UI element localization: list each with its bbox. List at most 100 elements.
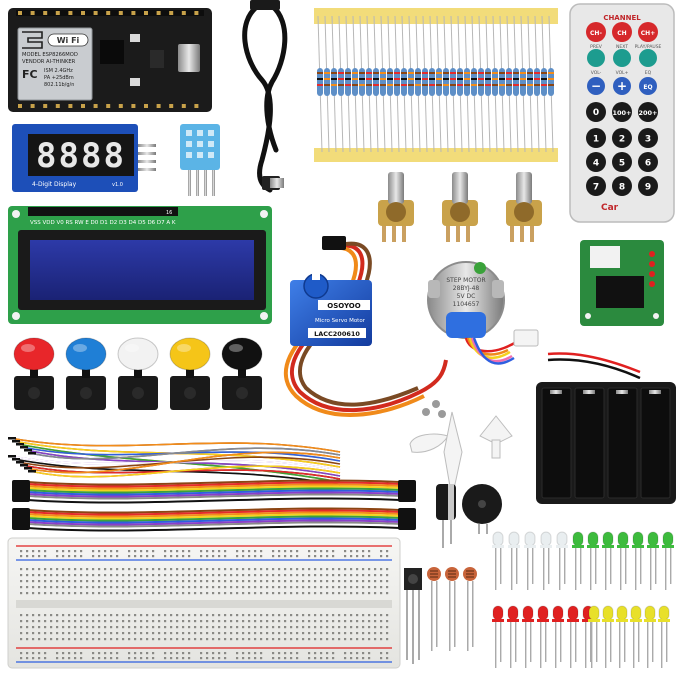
breadboard-hole	[44, 580, 47, 583]
breadboard-hole	[32, 620, 35, 623]
breadboard-hole	[80, 638, 83, 641]
breadboard-hole	[116, 632, 119, 635]
breadboard-hole	[314, 657, 317, 660]
breadboard-hole	[62, 586, 65, 589]
remote-key-caption: VOL-	[591, 70, 602, 76]
breadboard-hole	[236, 657, 239, 660]
led-flange	[602, 545, 614, 548]
button-cap	[13, 337, 55, 371]
breadboard-hole	[152, 555, 155, 558]
led-lead	[605, 622, 607, 668]
breadboard-hole	[290, 614, 293, 617]
resistor-band	[429, 84, 435, 86]
breadboard-hole	[380, 626, 383, 629]
breadboard-hole	[326, 580, 329, 583]
breadboard-hole	[188, 657, 191, 660]
breadboard-hole	[176, 592, 179, 595]
breadboard-hole	[284, 568, 287, 571]
breadboard-hole	[362, 586, 365, 589]
breadboard-hole	[164, 632, 167, 635]
led-flange	[588, 619, 600, 622]
breadboard-hole	[104, 574, 107, 577]
breadboard-hole	[296, 592, 299, 595]
breadboard-hole	[320, 652, 323, 655]
breadboard-hole	[320, 620, 323, 623]
ribbon-wire	[27, 495, 401, 502]
breadboard-hole	[344, 586, 347, 589]
esp-button-flash	[130, 34, 140, 42]
breadboard-hole	[134, 580, 137, 583]
led-lead	[575, 622, 577, 662]
breadboard-hole	[62, 657, 65, 660]
breadboard-hole	[146, 555, 149, 558]
breadboard-hole	[140, 652, 143, 655]
svg-text:1104657: 1104657	[453, 301, 480, 308]
breadboard-hole	[212, 632, 215, 635]
remote-plus-icon	[613, 77, 631, 95]
breadboard-hole	[386, 574, 389, 577]
breadboard-hole	[338, 632, 341, 635]
stepper-motor-28byj48: STEP MOTOR 28BYJ-48 5V DC 1104657	[427, 261, 539, 365]
breadboard-hole	[308, 632, 311, 635]
breadboard-hole	[38, 626, 41, 629]
breadboard-hole	[386, 632, 389, 635]
breadboard-hole	[50, 592, 53, 595]
breadboard-hole	[266, 632, 269, 635]
breadboard-hole	[260, 586, 263, 589]
breadboard-hole	[296, 586, 299, 589]
breadboard-hole	[74, 550, 77, 553]
breadboard-hole	[92, 614, 95, 617]
breadboard-hole	[170, 592, 173, 595]
breadboard-hole	[368, 592, 371, 595]
breadboard-hole	[320, 550, 323, 553]
breadboard-hole	[350, 652, 353, 655]
breadboard-hole	[56, 657, 59, 660]
breadboard-hole	[272, 592, 275, 595]
breadboard-hole	[380, 574, 383, 577]
resistor-band	[485, 72, 491, 74]
breadboard-hole	[254, 652, 257, 655]
resistor-body	[394, 68, 400, 96]
breadboard-hole	[200, 626, 203, 629]
breadboard-hole	[92, 574, 95, 577]
breadboard-hole	[290, 586, 293, 589]
lcd-screen	[30, 240, 254, 300]
ribbon-connector	[398, 508, 416, 530]
ribbon-wire	[27, 519, 401, 526]
breadboard-hole	[74, 568, 77, 571]
breadboard-hole	[254, 580, 257, 583]
breadboard-hole	[92, 652, 95, 655]
breadboard-hole	[278, 550, 281, 553]
breadboard-hole	[146, 652, 149, 655]
resistor-band	[457, 72, 463, 74]
breadboard-hole	[236, 592, 239, 595]
breadboard-hole	[242, 586, 245, 589]
esp-pin	[68, 104, 73, 108]
remote-number-key-label: 0	[593, 108, 599, 118]
breadboard-hole	[206, 626, 209, 629]
breadboard-hole	[356, 568, 359, 571]
breadboard-hole	[170, 652, 173, 655]
breadboard-hole	[230, 574, 233, 577]
breadboard-hole	[68, 626, 71, 629]
led-flange	[632, 545, 644, 548]
breadboard-hole	[284, 620, 287, 623]
resistor-band	[534, 84, 540, 86]
breadboard-hole	[80, 555, 83, 558]
breadboard-hole	[56, 586, 59, 589]
breadboard-hole	[218, 626, 221, 629]
breadboard-hole	[182, 652, 185, 655]
resistor-band	[436, 78, 442, 80]
breadboard-hole	[98, 632, 101, 635]
breadboard-hole	[128, 586, 131, 589]
resistor-band	[527, 84, 533, 86]
breadboard-hole	[68, 614, 71, 617]
breadboard-hole	[140, 657, 143, 660]
breadboard-hole	[26, 652, 29, 655]
breadboard-hole	[284, 555, 287, 558]
breadboard-hole	[362, 620, 365, 623]
usb-uart-chip	[100, 40, 124, 64]
esp-pin	[106, 11, 111, 15]
breadboard-hole	[260, 638, 263, 641]
breadboard-hole	[110, 626, 113, 629]
